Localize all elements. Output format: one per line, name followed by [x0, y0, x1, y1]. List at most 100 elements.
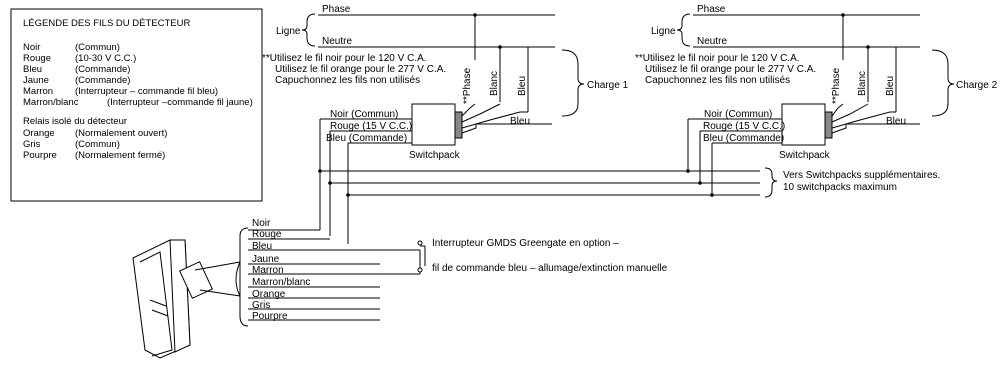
legend-desc: (Commun)	[75, 139, 120, 150]
legend-desc: (10-30 V C.C.)	[75, 53, 136, 64]
wire-lead	[831, 103, 844, 117]
legend-name: Jaune	[23, 75, 49, 86]
switchpack-box	[411, 103, 456, 146]
ligne-label: Ligne	[276, 26, 301, 37]
bleu-wire-label: Bleu	[886, 116, 906, 127]
blanc-label: Blanc	[857, 71, 868, 96]
ligne-label: Ligne	[651, 26, 676, 37]
legend-name: Marron	[23, 86, 53, 97]
junction-dot	[710, 193, 714, 197]
legend-name: Noir	[23, 42, 40, 53]
wire-lead	[461, 103, 501, 123]
circuit-2: Ligne Phase Neutre **Utilisez le fil noi…	[635, 4, 998, 161]
switch-contact	[417, 240, 423, 246]
junction-dot	[346, 193, 350, 197]
legend-desc: (Interrupteur – commande fil bleu)	[75, 86, 218, 97]
bus-brace	[764, 167, 778, 198]
wire-bundle-bracket	[239, 227, 249, 327]
circuit-1: Ligne Phase Neutre **Utilisez le fil noi…	[262, 4, 629, 161]
wire-label-bleu: Bleu	[252, 241, 272, 252]
detector-wires: Noir Rouge Bleu Jaune Marron Marron/blan…	[239, 218, 668, 327]
bleu-commande-label: Bleu (Commande)	[326, 133, 407, 144]
rouge-label: Rouge (15 V C.C.)	[703, 121, 785, 132]
blanc-label: Blanc	[489, 71, 500, 96]
legend-desc: (Interrupteur –commande fil jaune)	[107, 97, 253, 108]
vers-line-1: Vers Switchpacks supplémentaires.	[783, 170, 940, 181]
legend-desc: (Normalement ouvert)	[75, 128, 167, 139]
phase-vertical-label: **Phase	[831, 67, 842, 104]
bleu-load-label: Bleu	[517, 76, 528, 96]
sensor-icon	[132, 239, 241, 359]
sensor-mount	[194, 261, 241, 271]
ligne-brace	[676, 13, 691, 47]
wire-label-orange: Orange	[252, 289, 286, 300]
legend: LÉGENDE DES FILS DU DÉTECTEUR Noir (Comm…	[10, 8, 263, 202]
bleu-wire-label: Bleu	[510, 116, 530, 127]
legend-desc: (Commande)	[75, 75, 130, 86]
legend-box	[10, 8, 263, 202]
junction-dot	[698, 181, 702, 185]
note-line-3: Capuchonnez les fils non utilisés	[645, 75, 790, 86]
junction-dot	[498, 45, 502, 49]
legend-name: Bleu	[23, 64, 42, 75]
legend-title: LÉGENDE DES FILS DU DÉTECTEUR	[23, 18, 190, 29]
wire-label-marron: Marron	[252, 265, 284, 276]
junction-dot	[866, 45, 870, 49]
switchpack-label: Switchpack	[779, 150, 831, 161]
wire-lead	[831, 123, 920, 134]
legend-desc: (Normalement fermé)	[75, 150, 165, 161]
wire-label-noir: Noir	[252, 218, 271, 229]
charge-2-label: Charge 2	[956, 80, 998, 91]
sensor-mount	[199, 289, 241, 297]
legend-name: Pourpre	[23, 150, 57, 161]
legend-relay-title: Relais isolé du détecteur	[23, 116, 127, 127]
junction-dot	[328, 181, 332, 185]
legend-desc: (Commande)	[75, 64, 130, 75]
charge-brace	[561, 49, 585, 117]
legend-name: Gris	[23, 139, 41, 150]
switch-contact	[417, 267, 423, 273]
bus-wires: Vers Switchpacks supplémentaires. 10 swi…	[318, 119, 940, 244]
ligne-brace	[301, 13, 316, 47]
interrupteur-line-2: fil de commande bleu – allumage/extincti…	[432, 263, 668, 274]
neutre-label: Neutre	[322, 36, 352, 47]
noir-commun-label: Noir (Commun)	[330, 109, 398, 120]
note-line-1: **Utilisez le fil noir pour le 120 V C.A…	[262, 53, 427, 64]
legend-name: Rouge	[23, 53, 51, 64]
phase-label: Phase	[322, 4, 351, 15]
switchpack-terminal	[454, 111, 463, 139]
note-line-3: Capuchonnez les fils non utilisés	[275, 75, 420, 86]
wire-label-rouge: Rouge	[252, 229, 282, 240]
neutre-label: Neutre	[697, 36, 727, 47]
legend-name: Marron/blanc	[23, 97, 79, 108]
sensor-detail	[151, 309, 169, 317]
bleu-commande-label: Bleu (Commande)	[703, 133, 784, 144]
legend-desc: (Commun)	[75, 42, 120, 53]
note-line-2: Utilisez le fil orange pour le 277 V C.A…	[275, 64, 446, 75]
wire-label-gris: Gris	[252, 300, 270, 311]
phase-vertical-label: **Phase	[462, 67, 473, 104]
wire-lead	[461, 123, 552, 134]
charge-1-label: Charge 1	[587, 80, 629, 91]
switchpack-terminal	[824, 111, 833, 139]
phase-label: Phase	[697, 4, 726, 15]
junction-dot	[318, 169, 322, 173]
wire-lead	[831, 103, 869, 123]
junction-dot	[841, 13, 845, 17]
legend-name: Orange	[23, 128, 55, 139]
switchpack-label: Switchpack	[409, 150, 461, 161]
wire-label-marron-blanc: Marron/blanc	[252, 277, 310, 288]
junction-dot	[473, 13, 477, 17]
vers-line-2: 10 switchpacks maximum	[783, 182, 897, 193]
rouge-label: Rouge (15 V C.C.)	[330, 121, 412, 132]
charge-brace	[931, 49, 955, 117]
bleu-load-label: Bleu	[885, 76, 896, 96]
sensor-detail	[149, 299, 167, 307]
wire-label-jaune: Jaune	[252, 254, 280, 265]
junction-dot	[686, 169, 690, 173]
interrupteur-line-1: Interrupteur GMDS Greengate en option –	[432, 238, 619, 249]
wire-lead	[461, 103, 476, 117]
note-line-2: Utilisez le fil orange pour le 277 V C.A…	[645, 64, 816, 75]
